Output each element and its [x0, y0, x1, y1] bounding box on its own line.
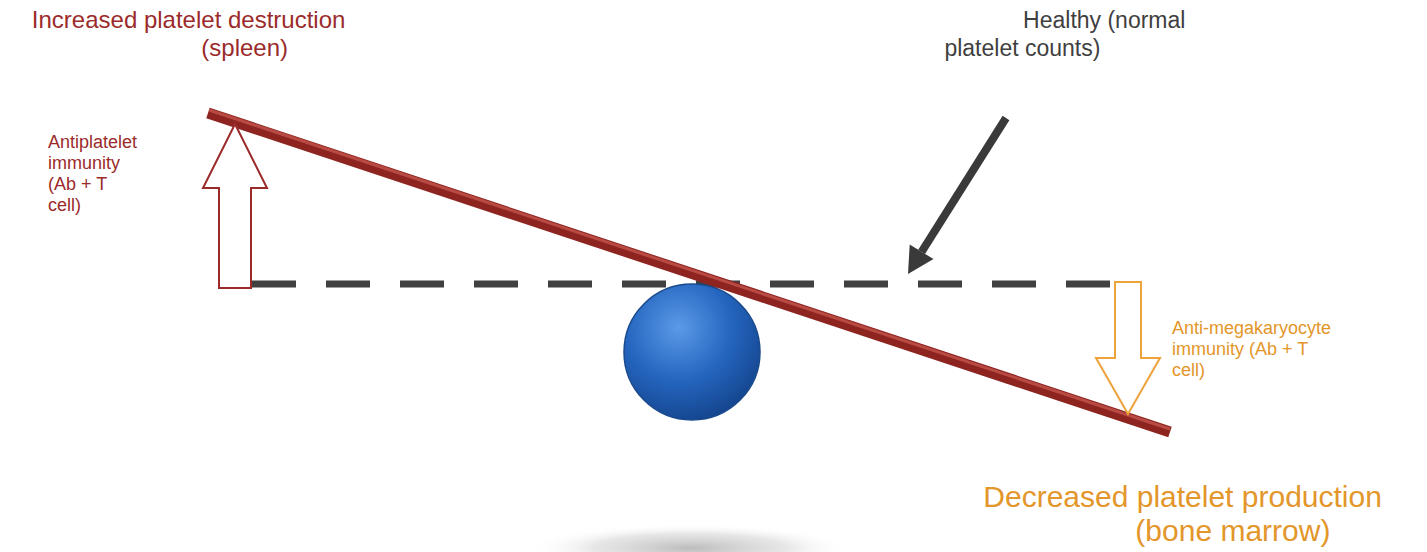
- line-spacer: [1335, 360, 1338, 381]
- line-spacer: [980, 480, 981, 514]
- line-spacer: [28, 6, 29, 34]
- label-text: Antiplatelet immunity (Ab + T cell): [48, 132, 152, 237]
- line-spacer: [1248, 381, 1338, 402]
- label-text: Healthy (normal platelet counts): [940, 6, 1187, 90]
- line-spacer: [1383, 514, 1384, 548]
- seesaw-beam: [208, 113, 1170, 432]
- down-arrow: [1096, 282, 1160, 414]
- line-spacer: [980, 514, 1083, 548]
- line-spacer: [1274, 402, 1338, 423]
- line-spacer: [347, 34, 348, 62]
- label-text: Anti-megakaryocyte immunity (Ab + T cell…: [1172, 318, 1338, 423]
- line-spacer: [940, 34, 941, 62]
- line-spacer: [940, 6, 1023, 34]
- pointer-arrow-shaft: [922, 118, 1006, 252]
- beam-highlight: [209, 110, 1170, 429]
- line-spacer: [1282, 548, 1385, 552]
- line-spacer: [1104, 34, 1187, 62]
- label-text: Increased platelet destruction (spleen): [28, 6, 348, 90]
- line-spacer: [1185, 62, 1186, 90]
- fulcrum-shadow: [530, 524, 850, 552]
- line-spacer: [233, 62, 348, 90]
- line-spacer: [150, 216, 152, 237]
- line-spacer: [141, 174, 152, 195]
- pointer-arrow-head: [908, 245, 934, 275]
- line-spacer: [28, 34, 143, 62]
- label-text: Decreased platelet production (bone marr…: [980, 480, 1385, 552]
- fulcrum-ball: [624, 284, 760, 420]
- up-arrow: [203, 124, 267, 288]
- line-spacer: [124, 195, 152, 216]
